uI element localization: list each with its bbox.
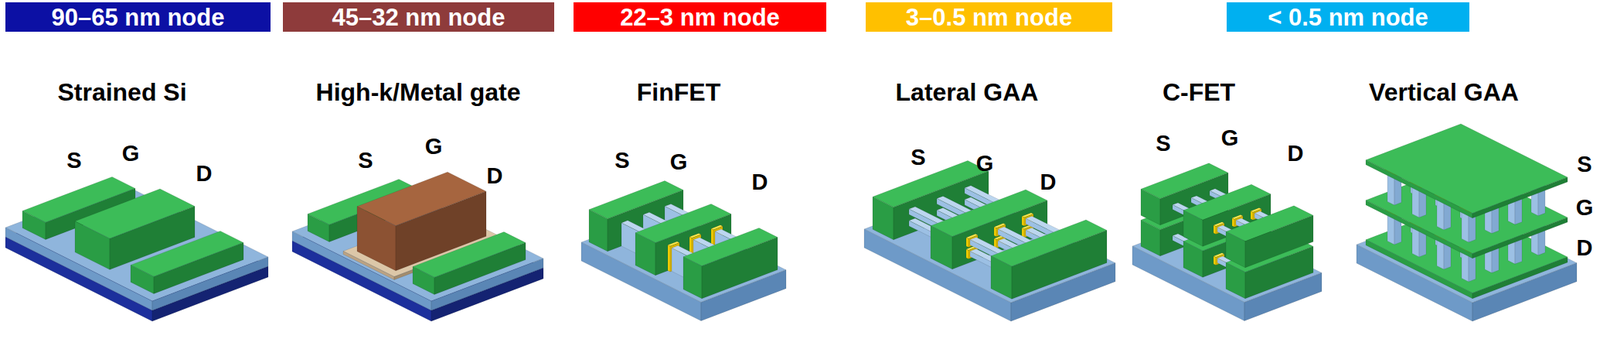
terminal-label: S (910, 146, 926, 169)
terminal-label: D (1287, 142, 1304, 165)
metal-gate-front (357, 206, 396, 271)
terminal-label: S (614, 149, 630, 172)
drain-electrode-side (1011, 230, 1107, 300)
gate-dielectric-front (1021, 216, 1025, 227)
drain-electrode-front (1225, 262, 1246, 299)
terminal-label: S (1155, 132, 1171, 155)
source-electrode-front (22, 210, 46, 239)
gate-dielectric-front (966, 248, 969, 259)
device-title: Vertical GAA (1368, 79, 1519, 105)
gate-electrode-front (930, 225, 953, 269)
node-label: 22–3 nm node (619, 5, 780, 30)
terminal-label: G (1221, 126, 1240, 150)
node-label: < 0.5 nm node (1267, 5, 1429, 30)
terminal-label: S (66, 149, 82, 172)
drain-electrode-side (153, 241, 244, 293)
source-plate-side (1472, 177, 1568, 218)
terminal-label: S (357, 149, 373, 172)
drain-electrode-front (412, 265, 435, 294)
gate-electrode-front (1183, 241, 1203, 278)
source-electrode-front (1140, 188, 1161, 225)
node-label: 90–65 nm node (51, 5, 225, 30)
source-plate-top (1365, 123, 1568, 214)
drain-electrode-front (130, 264, 154, 293)
node-header-bar: 90–65 nm node (5, 2, 271, 32)
gate-dielectric-front (1213, 255, 1216, 266)
drain-electrode-front (990, 255, 1012, 300)
gate-dielectric-front (1213, 224, 1216, 235)
gate-dielectric-front (1250, 211, 1253, 221)
substrate-top (5, 183, 269, 301)
gate-electrode-front (1183, 210, 1203, 247)
source-electrode-front (1140, 219, 1161, 256)
drain-electrode-front (1225, 231, 1246, 268)
node-label: 3–0.5 nm node (905, 5, 1073, 30)
terminal-label: G (976, 152, 995, 175)
source-electrode-front (307, 213, 330, 242)
device-title: FinFET (636, 79, 721, 105)
node-header-bar: 45–32 nm node (282, 2, 555, 32)
device-title: C-FET (1162, 79, 1236, 105)
gate-dielectric-front (667, 245, 671, 273)
terminal-label: G (1576, 196, 1594, 219)
source-plate-front (1365, 160, 1473, 218)
terminal-label: G (122, 142, 140, 165)
source-electrode-front (588, 209, 608, 252)
terminal-label: D (752, 170, 769, 194)
drain-electrode-side (1245, 214, 1314, 267)
terminal-label: G (425, 135, 443, 158)
gate-electrode-front (74, 221, 110, 270)
device-title: High-k/Metal gate (316, 79, 521, 105)
drain-electrode-side (434, 242, 526, 295)
terminal-label: S (1576, 153, 1592, 176)
terminal-label: G (670, 150, 688, 174)
device-title: Lateral GAA (895, 79, 1039, 105)
terminal-label: D (1040, 170, 1057, 194)
terminal-label: D (1576, 236, 1594, 259)
drain-electrode-side (701, 237, 778, 299)
gate-dielectric-front (966, 237, 969, 248)
gate-electrode-front (635, 232, 656, 276)
terminal-label: D (486, 164, 504, 188)
node-label: 45–32 nm node (332, 5, 506, 30)
gate-dielectric-front (994, 226, 997, 237)
source-electrode-front (872, 196, 894, 240)
node-header-bar: 22–3 nm node (573, 2, 827, 32)
node-header-bar: < 0.5 nm node (1226, 2, 1470, 32)
node-header-bar: 3–0.5 nm node (865, 2, 1113, 32)
device-title: Strained Si (57, 79, 187, 105)
gate-dielectric-front (1232, 217, 1235, 228)
drain-electrode-front (683, 256, 702, 299)
terminal-label: D (196, 162, 213, 185)
